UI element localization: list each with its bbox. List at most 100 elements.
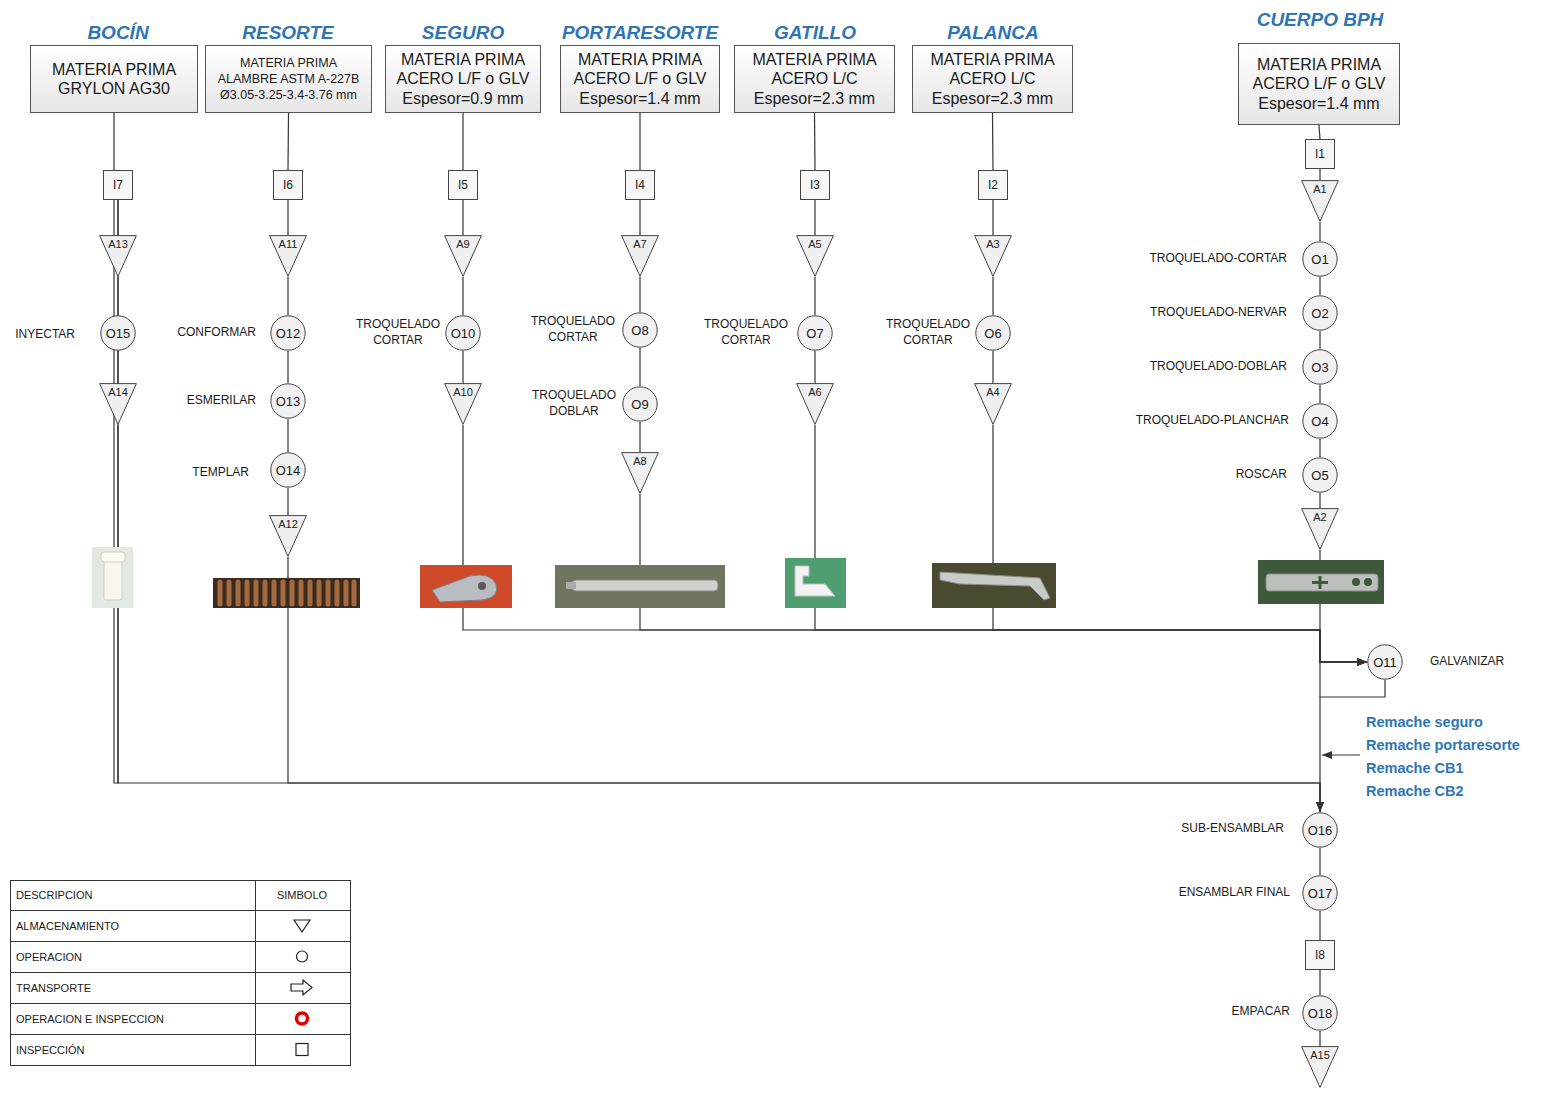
- resorte-photo-part: [213, 578, 360, 608]
- storage-triangle: A3: [974, 235, 1012, 277]
- node-code: O15: [106, 326, 131, 341]
- triangle-outline: [975, 236, 1012, 277]
- operation-label: CONFORMAR: [177, 325, 256, 341]
- node-code: I6: [283, 178, 293, 192]
- flow-line: [287, 113, 289, 170]
- circle-outline: [1303, 876, 1337, 910]
- triangle-outline: [975, 384, 1012, 425]
- storage-triangle: A9: [444, 235, 482, 277]
- flow-line: [117, 200, 118, 235]
- circle-outline: [1303, 242, 1337, 276]
- material-text: ACERO L/F o GLV: [573, 69, 706, 88]
- circle-outline: [623, 387, 657, 421]
- legend-table-part: [11, 1003, 351, 1004]
- column-heading: SEGURO: [422, 21, 504, 46]
- operation-circle: O7: [797, 315, 833, 351]
- flow-line: [1319, 848, 1320, 875]
- triangle-outline: [1302, 1047, 1339, 1088]
- legend-table-part: [255, 881, 256, 1066]
- node-code: A9: [456, 238, 469, 251]
- flow-line: [639, 113, 640, 170]
- flow-line: [287, 351, 288, 383]
- triangle-outline: [797, 384, 834, 425]
- operation-label: GALVANIZAR: [1430, 654, 1504, 670]
- operation-circle: O6: [975, 315, 1011, 351]
- portaresorte-photo: [555, 565, 725, 608]
- circle-outline: [101, 316, 135, 350]
- flow-line: [1319, 277, 1320, 295]
- circle-outline: [1303, 404, 1337, 438]
- operation-label: TEMPLAR: [192, 465, 249, 481]
- operation-label: ROSCAR: [1236, 467, 1287, 483]
- material-box: MATERIA PRIMAACERO L/F o GLVEspesor=0.9 …: [385, 45, 541, 113]
- bocin-photo: [92, 547, 133, 608]
- inspection-square: I4: [625, 170, 655, 200]
- flow-line: [288, 557, 1320, 812]
- legend-symbol-part: [294, 920, 310, 932]
- flow-line: [117, 277, 118, 315]
- flow-line: [287, 419, 288, 452]
- node-code: A8: [633, 455, 646, 468]
- portaresorte-photo-part: [555, 565, 725, 608]
- operation-circle: O2: [1302, 295, 1338, 331]
- rivet-note: Remache CB2: [1366, 782, 1464, 801]
- node-code: A5: [808, 238, 821, 251]
- operation-label: TROQUELADO CORTAR: [704, 317, 788, 348]
- node-code: A12: [278, 518, 298, 531]
- operation-label: TROQUELADO-DOBLAR: [1150, 359, 1287, 375]
- column-heading: PALANCA: [947, 21, 1038, 46]
- operation-circle: O1: [1302, 241, 1338, 277]
- legend-symbol-part: [291, 980, 312, 995]
- node-code: O8: [631, 323, 648, 338]
- node-code: I3: [810, 178, 820, 192]
- flow-line: [639, 200, 640, 235]
- legend-table-part: [11, 881, 351, 1066]
- flow-line: [992, 351, 993, 383]
- flow-line: [1319, 169, 1320, 180]
- storage-triangle: A11: [269, 235, 307, 277]
- flow-line: [814, 200, 815, 235]
- flow-line: [814, 277, 815, 315]
- circle-outline: [976, 316, 1010, 350]
- operation-circle: O18: [1302, 995, 1338, 1031]
- main-line-segment: [1320, 662, 1321, 697]
- remache-arrow: [1322, 755, 1360, 756]
- operation-label: TROQUELADO-CORTAR: [1149, 251, 1287, 267]
- storage-triangle: A14: [99, 383, 137, 425]
- triangle-outline: [270, 516, 307, 557]
- node-code: A11: [279, 238, 298, 251]
- legend-heading: SIMBOLO: [277, 888, 327, 902]
- seguro-photo-part: [420, 565, 512, 608]
- operation-circle: O9: [622, 386, 658, 422]
- seguro-photo-part: [432, 575, 497, 602]
- operation-circle: O15: [100, 315, 136, 351]
- operation-label: INYECTAR: [15, 327, 75, 343]
- material-text: ACERO L/C: [949, 69, 1035, 88]
- node-code: A10: [453, 386, 473, 399]
- material-text: MATERIA PRIMA: [752, 50, 876, 69]
- storage-triangle: A7: [621, 235, 659, 277]
- triangle-outline: [100, 384, 137, 425]
- material-text: ACERO L/C: [771, 69, 857, 88]
- node-code: A13: [108, 238, 128, 251]
- rivet-note: Remache seguro: [1366, 713, 1483, 732]
- node-code: A7: [633, 238, 646, 251]
- legend-table: [11, 881, 351, 1066]
- column-heading: CUERPO BPH: [1257, 8, 1384, 33]
- triangle-outline: [270, 236, 307, 277]
- flow-line: [814, 113, 816, 170]
- operation-circle: O13: [270, 383, 306, 419]
- node-code: I4: [635, 178, 645, 192]
- triangle-outline: [797, 236, 834, 277]
- storage-triangle: A2: [1301, 508, 1339, 550]
- legend-symbol: [291, 920, 312, 1056]
- legend-table-part: [11, 910, 351, 911]
- circle-outline: [1303, 350, 1337, 384]
- material-text: Espesor=1.4 mm: [1258, 94, 1379, 113]
- triangle-outline: [1302, 509, 1339, 550]
- material-box: MATERIA PRIMAACERO L/CEspesor=2.3 mm: [912, 45, 1073, 113]
- circle-outline: [1303, 996, 1337, 1030]
- operation-label: TROQUELADO CORTAR: [531, 314, 615, 345]
- node-code: I1: [1315, 147, 1325, 161]
- operation-circle: O10: [445, 315, 481, 351]
